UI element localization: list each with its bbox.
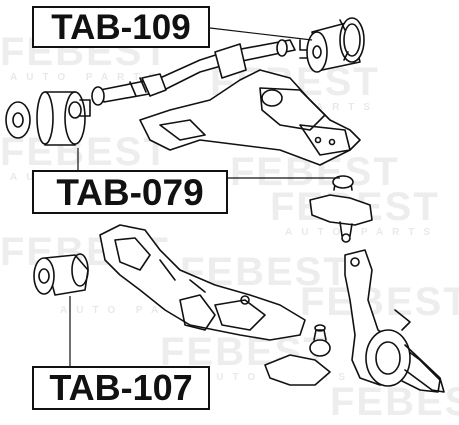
watermark-tagline: AUTO PARTS — [60, 305, 215, 316]
upper-shaft — [91, 39, 296, 106]
bushing-tab-107 — [33, 253, 89, 296]
lower-control-arm — [99, 224, 306, 341]
bushing-tab-079 — [5, 91, 91, 146]
watermark-tagline: AUTO PARTS — [10, 72, 165, 83]
part-label-tab-079: TAB-079 — [32, 170, 228, 214]
part-label-tab-107: TAB-107 — [32, 366, 210, 410]
part-label-tab-109: TAB-109 — [32, 6, 210, 48]
watermark-tagline: AUTO PARTS — [285, 227, 440, 238]
steering-knuckle — [344, 249, 445, 393]
leader-lines — [69, 27, 340, 368]
upper-ball-joint — [309, 175, 373, 243]
upper-control-arm — [139, 69, 361, 166]
watermark-brand: FEBEST — [300, 280, 459, 324]
watermark-brand: FEBEST — [0, 130, 170, 174]
lower-ball-joint — [264, 324, 331, 386]
bushing-tab-109 — [299, 17, 365, 73]
leader-line-tab-109 — [209, 27, 313, 41]
